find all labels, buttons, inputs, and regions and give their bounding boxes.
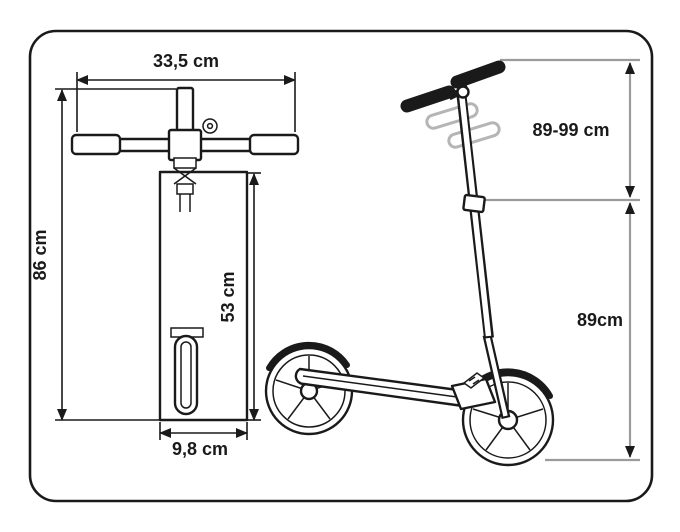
left-grip-front [70, 133, 122, 156]
release-lever [462, 372, 486, 389]
deck-edge-line [302, 375, 458, 398]
diagram-border [28, 29, 654, 503]
stem [456, 90, 494, 339]
handlebar-clamp-front [167, 128, 203, 162]
handlebar-front [70, 118, 300, 162]
ghost-grip-right [447, 121, 501, 149]
handlebar-grip-right [450, 60, 506, 89]
width-dimension: 33,5 cm [76, 51, 296, 132]
stem-front [175, 86, 195, 136]
hinge-cross-2 [173, 167, 197, 185]
deck-height-dimension: 53 cm [218, 172, 261, 421]
handlebar-side [400, 60, 506, 113]
base-width-dimension-label: 9,8 cm [172, 439, 228, 459]
rear-fender-brake [266, 341, 350, 371]
ghost-grip-left [425, 102, 479, 130]
bell-icon [202, 118, 218, 134]
deck-board [294, 367, 465, 408]
side-dimensions: 89-99 cm 89cm [483, 58, 640, 462]
handlebar-grip-left [400, 85, 456, 113]
height-adjust-clamp [462, 193, 486, 214]
height-dimension: 86 cm [30, 88, 176, 421]
height-dimension-label: 86 cm [30, 229, 50, 280]
folded-grips-ghost [425, 102, 501, 149]
hinge-bottom [176, 183, 194, 195]
frame-height-dimension-label: 89cm [577, 310, 623, 330]
rear-rim [272, 354, 346, 428]
wheel-front-view [180, 341, 192, 409]
width-dimension-label: 33,5 cm [153, 51, 219, 71]
front-rim [469, 381, 547, 459]
right-grip-front [248, 133, 300, 156]
stem-tube-core [458, 92, 492, 337]
deck-height-dimension-label: 53 cm [218, 271, 238, 322]
handlebar-height-dimension-label: 89-99 cm [532, 120, 609, 140]
bell-center-icon [206, 122, 214, 130]
base-width-dimension: 9,8 cm [159, 422, 248, 459]
deck [294, 367, 497, 411]
front-view: 33,5 cm 86 cm 53 cm 9,8 cm [30, 51, 300, 459]
hinge-top [173, 157, 197, 169]
side-view: 89-99 cm 89cm [264, 58, 640, 467]
fork [482, 333, 511, 420]
folding-mechanism-front [173, 157, 197, 212]
handlebar-clamp-side [456, 85, 470, 99]
front-fork-front [170, 327, 204, 416]
fork-tube-core [485, 336, 508, 417]
